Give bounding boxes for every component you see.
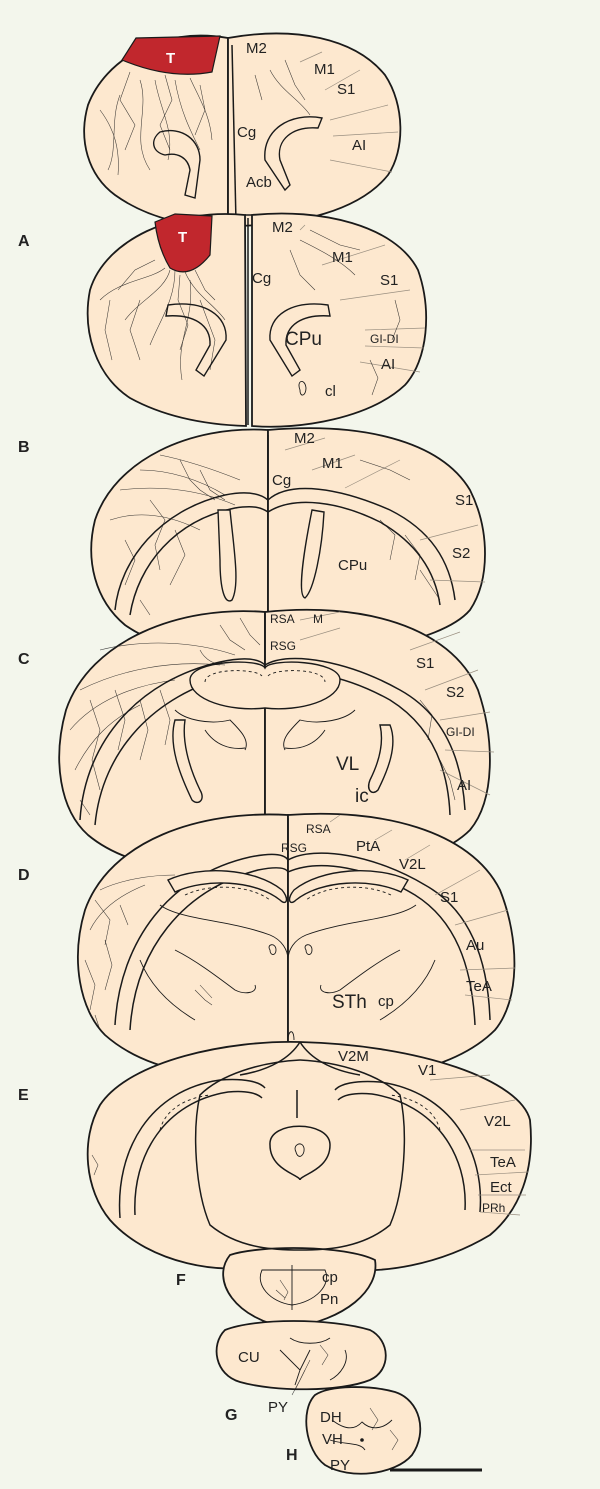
label-d-v2l: V2L [399,856,426,873]
label-e-v1: V1 [418,1062,436,1079]
label-e-v2l: V2L [484,1113,511,1130]
label-top-s1: S1 [337,81,355,98]
label-a-cl: cl [325,383,336,400]
label-a-gidi: GI-DI [370,332,399,346]
label-e-pn: Pn [320,1291,338,1308]
label-e-tea: TeA [490,1154,516,1171]
label-a-s1: S1 [380,272,398,289]
label-b-m2: M2 [294,430,315,447]
label-b-s2: S2 [452,545,470,562]
label-c-gidi: GI-DI [446,725,475,739]
panel-label-h: H [286,1447,298,1464]
label-top-cg: Cg [237,124,256,141]
panel-label-d: D [18,867,30,884]
label-d-cp: cp [378,993,394,1010]
label-a-cpu: CPu [285,329,322,350]
label-g-py: PY [268,1399,288,1416]
section-d: D RSA RSG PtA V2L S1 Au TeA STh cp [18,812,516,1081]
label-d-tea: TeA [466,978,492,995]
label-e-cp: cp [322,1269,338,1286]
tumor-label-top: T [166,50,175,67]
section-h: H DH VH PY [286,1386,422,1475]
panel-label-f: F [176,1272,186,1289]
label-a-m2: M2 [272,219,293,236]
label-top-m2: M2 [246,40,267,57]
label-h-dh: DH [320,1409,342,1426]
label-e-ect: Ect [490,1179,513,1196]
central-canal-dot [360,1438,364,1442]
label-e-v2m: V2M [338,1048,369,1065]
label-top-ai: AI [352,137,366,154]
panel-label-g: G [225,1407,237,1424]
section-a: T A M2 M1 S1 Cg CPu GI-DI AI cl [18,212,427,428]
label-b-m1: M1 [322,455,343,472]
label-a-cg: Cg [252,270,271,287]
panel-label-b: B [18,439,30,456]
section-top: T M2 M1 S1 Cg AI Acb [83,32,402,228]
section-e: E F V2M V1 V2L TeA Ect PRh cp Pn [18,1031,532,1329]
label-c-rsa: RSA [270,612,295,626]
label-top-acb: Acb [246,174,272,191]
label-c-rsg: RSG [270,639,296,653]
label-c-s1: S1 [416,655,434,672]
label-h-vh: VH [322,1431,343,1448]
section-c: C RSA M RSG S1 S2 GI-DI VL ic AI [18,608,495,874]
section-g: G CU PY [215,1320,387,1424]
panel-label-c: C [18,651,30,668]
label-g-cu: CU [238,1349,260,1366]
label-c-ic: ic [355,786,369,807]
label-d-au: Au [466,937,484,954]
label-c-s2: S2 [446,684,464,701]
label-d-pta: PtA [356,838,380,855]
label-a-m1: M1 [332,249,353,266]
panel-label-a: A [18,233,30,250]
label-d-sth: STh [332,992,367,1013]
label-e-prh: PRh [482,1201,505,1215]
label-d-rsg: RSG [281,841,307,855]
label-b-cpu: CPu [338,557,367,574]
panel-label-e: E [18,1087,29,1104]
label-b-cg: Cg [272,472,291,489]
label-top-m1: M1 [314,61,335,78]
label-d-s1: S1 [440,889,458,906]
label-c-ai: AI [457,777,471,794]
section-b: B M2 M1 Cg S1 S2 CPu [18,427,486,654]
tumor-label-a: T [178,229,187,246]
label-c-vl: VL [336,754,359,775]
label-b-s1: S1 [455,492,473,509]
label-d-rsa: RSA [306,822,331,836]
label-h-py: PY [330,1457,350,1474]
label-c-m: M [313,612,323,626]
label-a-ai: AI [381,356,395,373]
